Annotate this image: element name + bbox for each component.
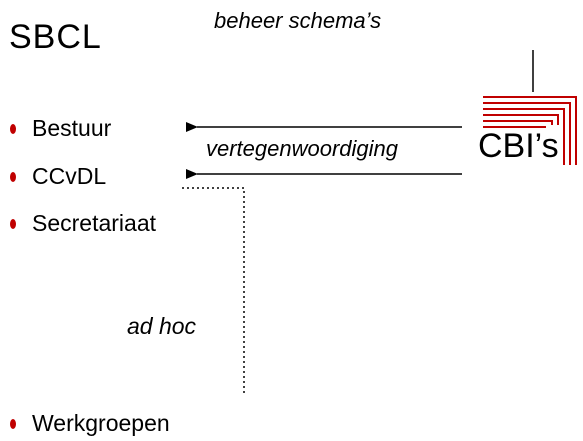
bullet-werkgroepen [10,419,16,429]
beheer-caption: beheer schema’s [214,8,382,33]
cbi-label: CBI’s [478,127,559,165]
ad-hoc-dotted-line [182,187,245,396]
sbcl-title: SBCL [9,18,102,56]
bullet-secretariaat [10,219,16,229]
bullet-ccvdl [10,172,16,182]
cbi-stripes [483,96,577,165]
vertegenwoordiging-caption: vertegenwoordiging [206,136,399,161]
item-ccvdl: CCvDL [32,163,107,189]
item-werkgroepen: Werkgroepen [32,410,170,436]
item-secretariaat: Secretariaat [32,210,157,236]
bullet-bestuur [10,124,16,134]
ad-hoc-caption: ad hoc [127,313,197,339]
item-bestuur: Bestuur [32,115,112,141]
